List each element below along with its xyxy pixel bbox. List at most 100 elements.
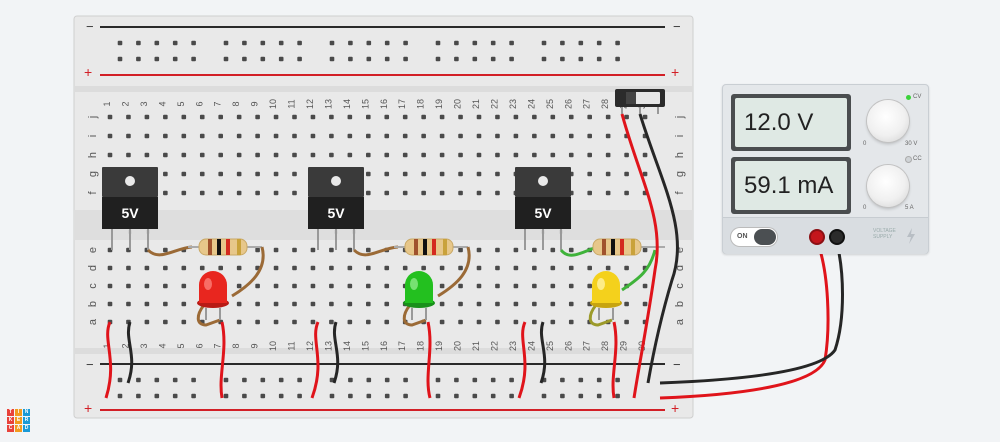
breadboard-hole[interactable]: [255, 171, 260, 177]
breadboard-hole[interactable]: [199, 152, 205, 158]
breadboard-hole[interactable]: [329, 133, 334, 139]
breadboard-hole[interactable]: [550, 319, 556, 325]
breadboard-hole[interactable]: [605, 265, 611, 271]
breadboard-hole[interactable]: [292, 114, 297, 120]
breadboard-hole[interactable]: [642, 114, 648, 120]
breadboard-hole[interactable]: [242, 393, 247, 399]
breadboard-hole[interactable]: [181, 319, 187, 325]
breadboard-hole[interactable]: [624, 114, 629, 120]
breadboard-hole[interactable]: [495, 247, 500, 253]
breadboard-hole[interactable]: [144, 301, 150, 307]
breadboard-hole[interactable]: [273, 283, 279, 289]
breadboard-hole[interactable]: [292, 283, 297, 289]
power-switch[interactable]: ON: [731, 228, 777, 246]
breadboard-hole[interactable]: [384, 56, 390, 62]
breadboard-hole[interactable]: [568, 265, 574, 271]
breadboard-hole[interactable]: [439, 319, 445, 325]
breadboard-hole[interactable]: [421, 171, 426, 177]
breadboard-hole[interactable]: [495, 171, 500, 177]
breadboard-hole[interactable]: [509, 40, 514, 46]
breadboard-hole[interactable]: [366, 152, 371, 158]
breadboard-hole[interactable]: [329, 56, 335, 62]
breadboard-hole[interactable]: [495, 301, 500, 307]
breadboard-hole[interactable]: [278, 393, 284, 399]
breadboard-hole[interactable]: [532, 114, 537, 120]
resistor-lead-wire[interactable]: [352, 245, 399, 257]
breadboard-hole[interactable]: [458, 190, 463, 196]
resistor-1[interactable]: [188, 238, 262, 256]
breadboard-hole[interactable]: [472, 56, 478, 62]
positive-terminal[interactable]: [811, 231, 823, 243]
breadboard-hole[interactable]: [403, 56, 408, 62]
breadboard-hole[interactable]: [458, 171, 463, 177]
breadboard-hole[interactable]: [107, 114, 113, 120]
breadboard-hole[interactable]: [107, 152, 113, 158]
breadboard-hole[interactable]: [255, 190, 260, 196]
breadboard-hole[interactable]: [439, 152, 445, 158]
breadboard-hole[interactable]: [560, 56, 565, 62]
breadboard-hole[interactable]: [624, 152, 629, 158]
breadboard-hole[interactable]: [329, 283, 334, 289]
breadboard-hole[interactable]: [366, 393, 372, 399]
resistor-lead-wire[interactable]: [437, 246, 471, 298]
breadboard-hole[interactable]: [550, 301, 556, 307]
breadboard-hole[interactable]: [126, 133, 131, 139]
breadboard-hole[interactable]: [568, 114, 574, 120]
breadboard-hole[interactable]: [439, 114, 445, 120]
breadboard-hole[interactable]: [568, 247, 574, 253]
breadboard-hole[interactable]: [181, 301, 187, 307]
breadboard-hole[interactable]: [476, 247, 482, 253]
breadboard-hole[interactable]: [605, 190, 611, 196]
breadboard-hole[interactable]: [310, 301, 316, 307]
breadboard-hole[interactable]: [384, 40, 390, 46]
breadboard-hole[interactable]: [541, 40, 547, 46]
breadboard-hole[interactable]: [278, 56, 284, 62]
breadboard-hole[interactable]: [605, 171, 611, 177]
breadboard-hole[interactable]: [273, 133, 279, 139]
breadboard-hole[interactable]: [236, 152, 242, 158]
breadboard-hole[interactable]: [532, 247, 537, 253]
breadboard-hole[interactable]: [587, 114, 592, 120]
slide-switch[interactable]: [615, 89, 665, 114]
breadboard-hole[interactable]: [568, 133, 574, 139]
breadboard-hole[interactable]: [348, 377, 353, 383]
led-yellow[interactable]: [590, 271, 622, 320]
breadboard-hole[interactable]: [454, 40, 459, 46]
breadboard-hole[interactable]: [348, 40, 353, 46]
jumper-wire-red[interactable]: [620, 113, 659, 399]
breadboard-hole[interactable]: [347, 114, 353, 120]
breadboard-hole[interactable]: [513, 247, 519, 253]
breadboard-hole[interactable]: [278, 377, 284, 383]
led-green[interactable]: [403, 271, 435, 320]
breadboard-hole[interactable]: [163, 301, 168, 307]
breadboard-hole[interactable]: [144, 152, 150, 158]
breadboard-hole[interactable]: [163, 265, 168, 271]
breadboard-hole[interactable]: [366, 171, 371, 177]
breadboard-hole[interactable]: [495, 319, 500, 325]
breadboard-hole[interactable]: [292, 190, 297, 196]
breadboard-hole[interactable]: [458, 247, 463, 253]
breadboard-hole[interactable]: [255, 133, 260, 139]
breadboard-hole[interactable]: [624, 301, 629, 307]
breadboard-hole[interactable]: [476, 114, 482, 120]
breadboard-hole[interactable]: [550, 247, 556, 253]
breadboard-hole[interactable]: [191, 56, 196, 62]
breadboard-hole[interactable]: [615, 377, 620, 383]
jumper-wire-red[interactable]: [611, 321, 618, 399]
power-supply[interactable]: 12.0 V 59.1 mA CV CC 0 30 V 0 5 A ON VOL…: [722, 84, 929, 254]
breadboard-hole[interactable]: [435, 56, 441, 62]
breadboard-hole[interactable]: [366, 319, 371, 325]
breadboard-hole[interactable]: [163, 133, 168, 139]
breadboard-hole[interactable]: [624, 265, 629, 271]
breadboard-hole[interactable]: [458, 319, 463, 325]
breadboard-hole[interactable]: [348, 393, 353, 399]
breadboard-hole[interactable]: [532, 301, 537, 307]
breadboard-hole[interactable]: [532, 319, 537, 325]
led-lead-wire[interactable]: [402, 304, 427, 327]
breadboard-hole[interactable]: [154, 377, 160, 383]
breadboard-hole[interactable]: [421, 133, 426, 139]
breadboard-hole[interactable]: [329, 40, 335, 46]
breadboard-hole[interactable]: [476, 319, 482, 325]
breadboard-hole[interactable]: [329, 393, 335, 399]
breadboard-hole[interactable]: [550, 114, 556, 120]
